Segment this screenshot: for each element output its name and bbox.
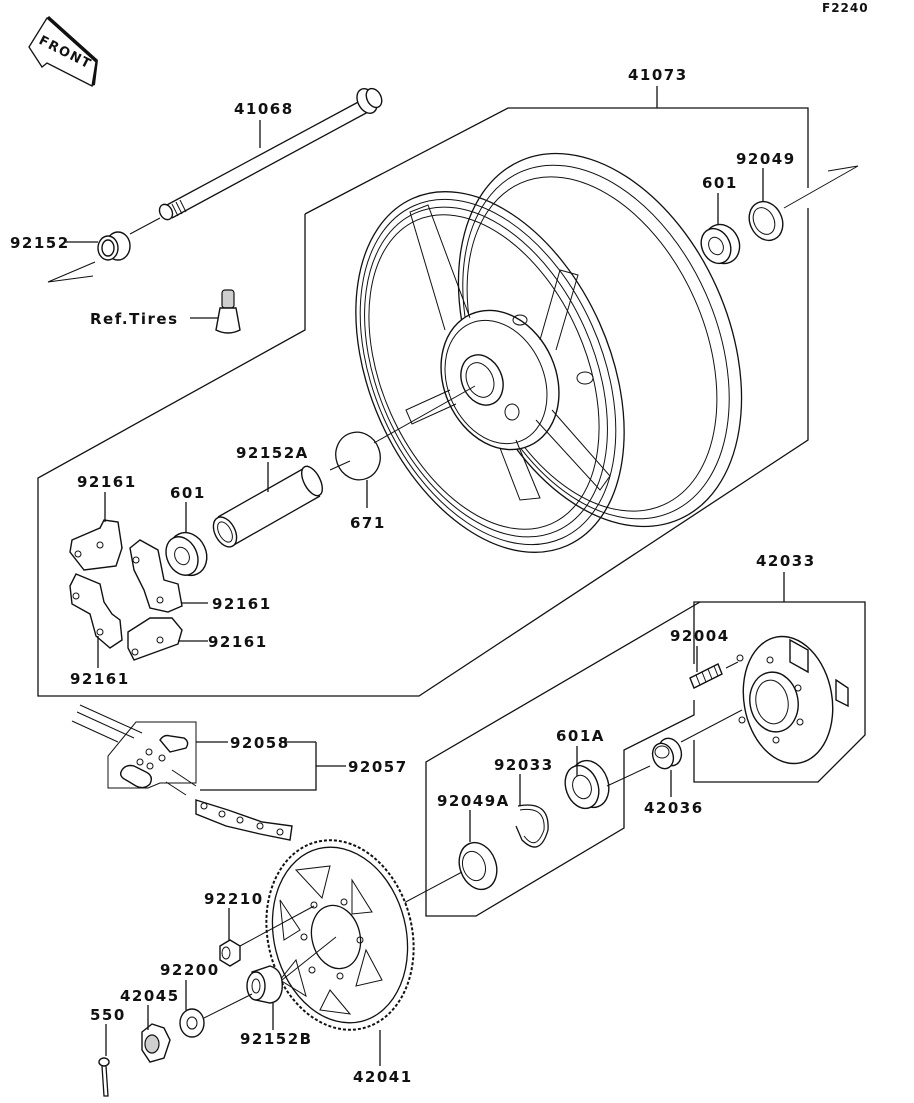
collar-92152B <box>246 936 337 1004</box>
chain-92057 <box>71 704 293 841</box>
label-92004: 92004 <box>670 627 730 645</box>
label-42041: 42041 <box>353 1068 413 1086</box>
label-92210: 92210 <box>204 890 264 908</box>
label-671: 671 <box>350 514 386 532</box>
collar-42036 <box>651 709 743 770</box>
seal-group-frame <box>425 601 701 917</box>
nut-92210 <box>219 905 315 967</box>
label-92152B: 92152B <box>240 1030 313 1048</box>
seal-92049A <box>458 841 498 891</box>
label-92057: 92057 <box>348 758 408 776</box>
bearing-right <box>700 223 741 265</box>
label-601-left: 601 <box>170 484 206 502</box>
nut-42045 <box>141 1023 171 1063</box>
bearing-601A <box>564 759 651 810</box>
label-92033: 92033 <box>494 756 554 774</box>
label-550: 550 <box>90 1006 126 1024</box>
stud-92004 <box>689 661 739 689</box>
label-601A: 601A <box>556 727 605 745</box>
label-41068: 41068 <box>234 100 294 118</box>
label-42036: 42036 <box>644 799 704 817</box>
coupling-group-frame <box>693 601 866 783</box>
label-92049A: 92049A <box>437 792 510 810</box>
label-92161-top-left: 92161 <box>77 473 137 491</box>
label-42045: 42045 <box>120 987 180 1005</box>
label-92152A: 92152A <box>236 444 309 462</box>
label-92152: 92152 <box>10 234 70 252</box>
label-41073: 41073 <box>628 66 688 84</box>
label-92200: 92200 <box>160 961 220 979</box>
label-42033: 42033 <box>756 552 816 570</box>
rear-wheel <box>355 152 743 553</box>
diagram-code: F2240 <box>822 1 869 15</box>
circlip-92033 <box>515 804 549 848</box>
damper-rubbers <box>69 519 183 661</box>
collar-92152 <box>47 217 161 283</box>
label-92161-mid: 92161 <box>212 595 272 613</box>
front-arrow-icon: FRONT <box>28 16 98 87</box>
cotter-pin-550 <box>98 1057 110 1097</box>
label-92161-low: 92161 <box>208 633 268 651</box>
label-ref-tires: Ref.Tires <box>90 310 179 328</box>
label-92161-bottom-left: 92161 <box>70 670 130 688</box>
axle <box>158 87 383 221</box>
coupling-hub <box>736 635 849 765</box>
seal-92049 <box>748 200 784 242</box>
washer-92200 <box>179 993 253 1038</box>
wheel-group-frame <box>37 208 809 697</box>
valve-stem <box>215 289 241 334</box>
sprocket-42041 <box>265 839 415 1031</box>
label-92058: 92058 <box>230 734 290 752</box>
label-601-right: 601 <box>702 174 738 192</box>
o-ring <box>335 431 381 481</box>
wheel-group-frame-top <box>304 107 809 215</box>
bearing-left <box>165 531 208 577</box>
label-92049: 92049 <box>736 150 796 168</box>
collar-92152A <box>212 465 324 548</box>
